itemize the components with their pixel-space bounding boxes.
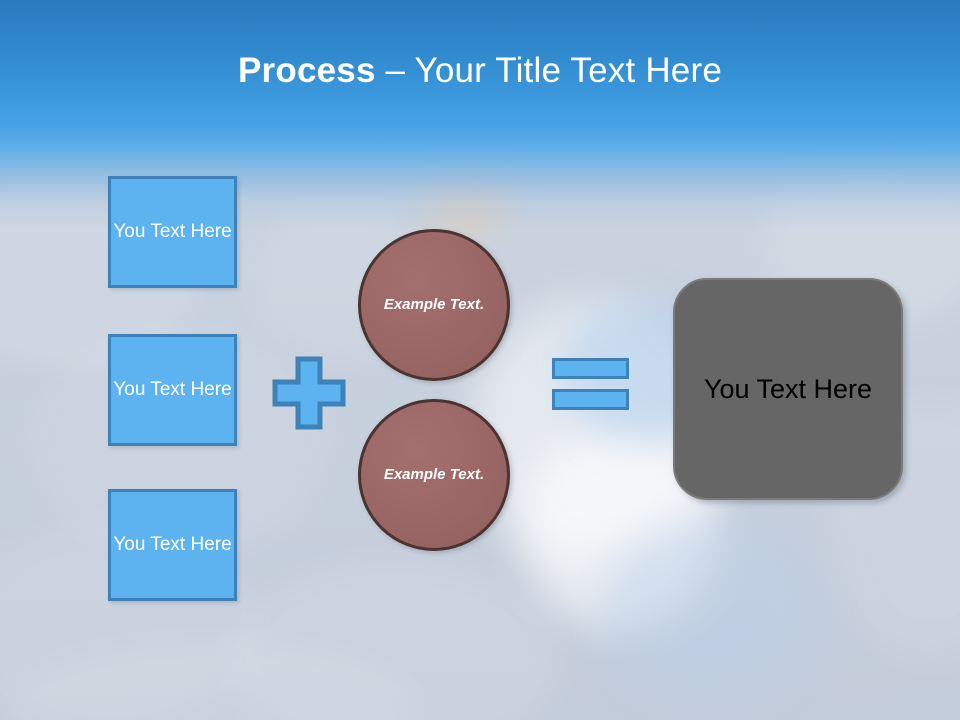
- equals-bar-bottom: [552, 389, 629, 410]
- process-circle-1-label: Example Text.: [383, 296, 485, 313]
- process-circle-1[interactable]: Example Text.: [358, 229, 510, 381]
- equals-icon: [552, 358, 629, 410]
- input-box-1-label: You Text Here: [113, 221, 232, 242]
- input-box-1[interactable]: You Text Here: [108, 176, 237, 288]
- process-circle-2-label: Example Text.: [383, 466, 485, 483]
- title-band: [0, 0, 960, 130]
- page-title-strong: Process: [238, 51, 376, 90]
- equals-bar-top: [552, 358, 629, 379]
- page-title-rest: – Your Title Text Here: [375, 51, 722, 90]
- input-box-2-label: You Text Here: [113, 379, 232, 400]
- plus-icon: [272, 356, 346, 430]
- result-box[interactable]: You Text Here: [673, 278, 903, 500]
- result-box-label: You Text Here: [703, 373, 873, 404]
- input-box-3[interactable]: You Text Here: [108, 489, 237, 601]
- input-box-2[interactable]: You Text Here: [108, 334, 237, 446]
- process-circle-2[interactable]: Example Text.: [358, 399, 510, 551]
- input-box-3-label: You Text Here: [113, 534, 232, 555]
- page-title: Process – Your Title Text Here: [0, 50, 960, 92]
